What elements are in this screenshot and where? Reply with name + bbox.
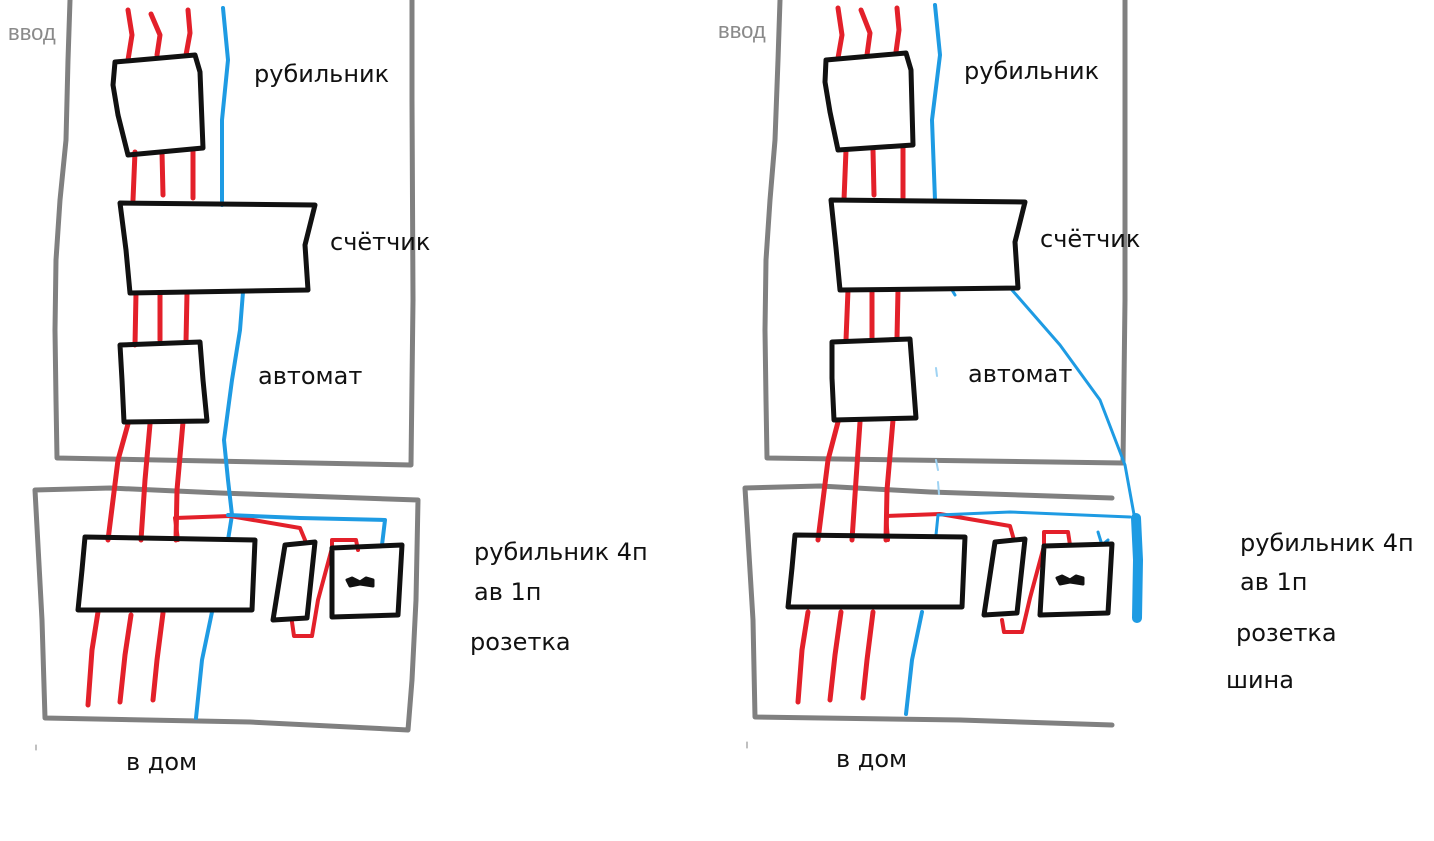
- left-wire-neutral-out: [194, 610, 214, 720]
- right-wire-phase-h: [849, 419, 863, 543]
- right-outlet-socket: [1055, 574, 1085, 586]
- right-4p-switch: [785, 532, 968, 610]
- right-label-vvod: ввод: [718, 18, 766, 43]
- left-meter: [117, 200, 318, 296]
- right-main-switch: [822, 50, 916, 153]
- left-label-rozetka: розетка: [470, 628, 571, 656]
- left-label-vdom: в дом: [126, 748, 198, 776]
- right-wire-phase-b: [870, 147, 877, 198]
- right-1p-breaker: [981, 536, 1028, 618]
- left-label-vvod: ввод: [8, 20, 56, 45]
- left-wire-phase-h: [138, 421, 153, 543]
- right-wire-phase-in-3: [893, 5, 902, 55]
- right-wire-phase-in-1: [835, 5, 845, 61]
- right-wire-phase-out-3: [860, 609, 876, 701]
- left-wire-phase-g: [105, 421, 131, 543]
- left-wire-phase-out-3: [150, 610, 166, 703]
- left-wire-neutral-mid: [222, 290, 245, 542]
- left-scheme: [32, 0, 421, 751]
- left-wire-phase-a: [130, 149, 138, 203]
- left-wire-phase-in-2: [148, 11, 163, 58]
- right-wire-phase-out-2: [827, 609, 844, 703]
- right-label-rozetka: розетка: [1236, 619, 1337, 647]
- right-label-rubilnik4p: рубильник 4п: [1240, 529, 1414, 557]
- right-label-rubilnik: рубильник: [964, 57, 1100, 85]
- left-wire-phase-outlet: [290, 538, 360, 638]
- right-label-av1p: ав 1п: [1240, 568, 1308, 596]
- right-wire-phase-f: [894, 287, 901, 341]
- right-wire-phase-outlet: [1000, 530, 1072, 634]
- left-wire-phase-in-3: [183, 7, 193, 58]
- left-outlet: [329, 542, 405, 620]
- right-label-vdom: в дом: [836, 745, 908, 773]
- left-wire-phase-in-1: [125, 7, 135, 63]
- right-breaker: [829, 336, 919, 423]
- left-wire-neutral-in: [220, 6, 230, 207]
- right-meter: [828, 197, 1028, 293]
- left-wire-phase-branch: [173, 514, 307, 542]
- right-neutral-bus: [1131, 513, 1143, 623]
- right-wire-phase-g: [815, 419, 841, 543]
- left-label-rubilnik4p: рубильник 4п: [474, 538, 648, 566]
- right-lower-enclosure: [742, 483, 1115, 728]
- right-wire-phase-in-2: [858, 7, 873, 58]
- left-outlet-socket: [345, 576, 375, 588]
- left-breaker: [117, 339, 210, 425]
- right-wire-neutral-to-bus: [1010, 288, 1137, 522]
- left-4p-switch: [75, 534, 258, 613]
- right-label-schetchik: счётчик: [1040, 225, 1141, 253]
- left-wire-phase-d: [132, 290, 139, 348]
- right-scheme: [742, 0, 1143, 749]
- left-wire-phase-out-2: [117, 612, 134, 705]
- right-label-shina: шина: [1226, 666, 1294, 694]
- right-upper-enclosure: [762, 0, 1128, 466]
- left-wire-phase-out-1: [85, 609, 101, 708]
- left-1p-breaker: [270, 539, 318, 623]
- right-wire-phase-a: [841, 147, 849, 203]
- left-wire-phase-f: [183, 290, 190, 345]
- left-upper-enclosure: [52, 0, 416, 468]
- right-outlet: [1037, 541, 1115, 618]
- right-label-avtomat: автомат: [968, 360, 1073, 388]
- left-label-schetchik: счётчик: [330, 228, 431, 256]
- right-wire-phase-d: [843, 287, 851, 343]
- left-label-rubilnik: рубильник: [254, 60, 390, 88]
- right-wire-neutral-dash: [935, 367, 940, 495]
- left-label-av1p: ав 1п: [474, 578, 542, 606]
- left-wire-neutral-outlet: [226, 513, 387, 547]
- right-wire-neutral-out: [904, 610, 924, 716]
- left-wire-phase-b: [159, 149, 166, 198]
- left-lower-enclosure: [32, 485, 421, 733]
- left-main-switch: [110, 52, 206, 158]
- right-wire-phase-out-1: [795, 609, 811, 705]
- right-wire-neutral-in: [930, 3, 942, 202]
- left-label-avtomat: автомат: [258, 362, 363, 390]
